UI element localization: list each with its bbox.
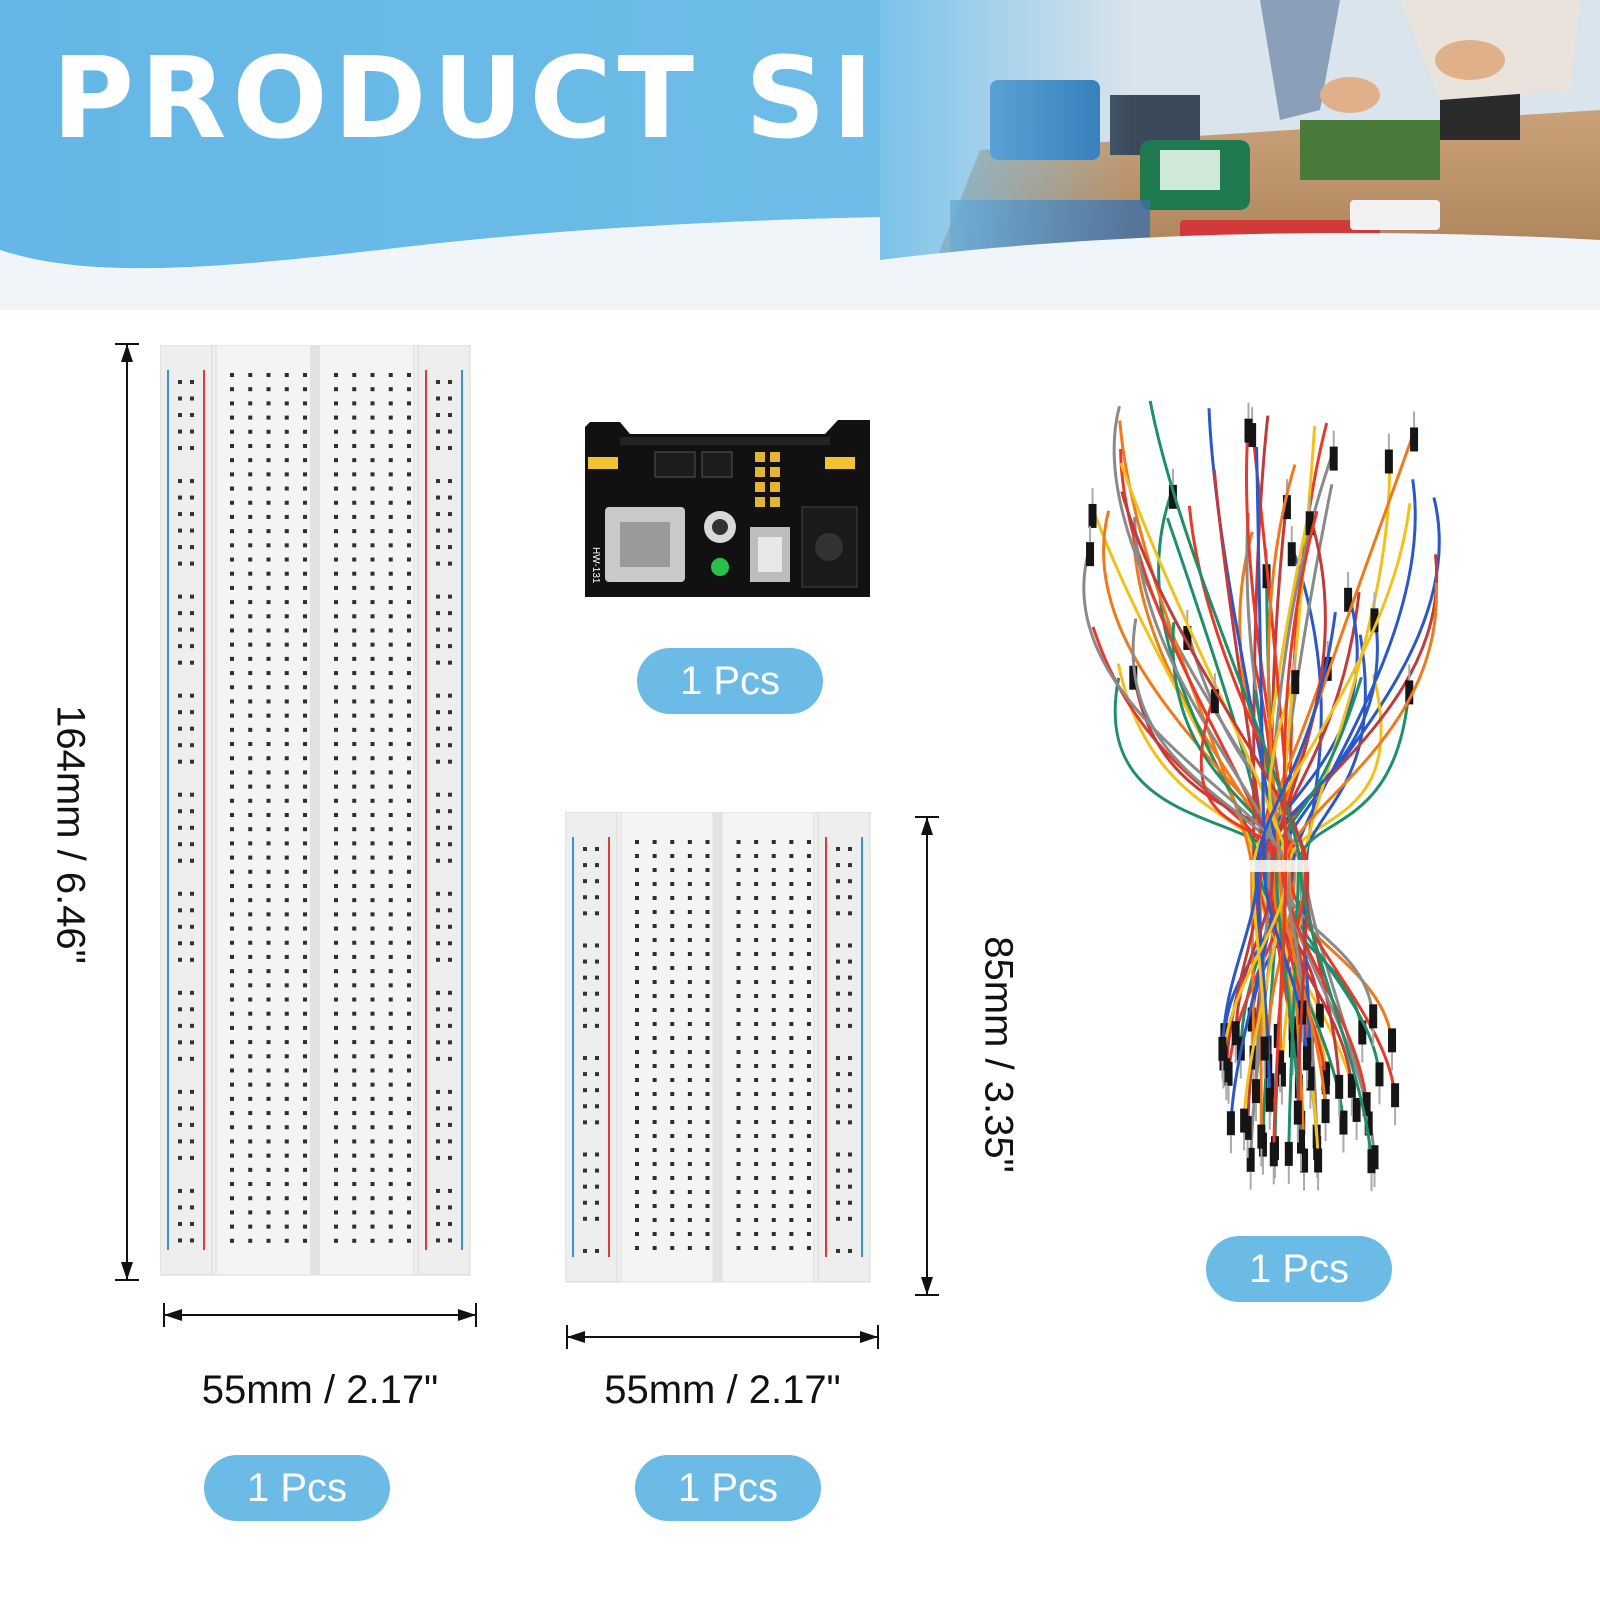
small-breadboard-width-dimension: [566, 1325, 879, 1349]
small-breadboard-qty-badge: 1 Pcs: [635, 1455, 821, 1521]
small-breadboard-height-dimension: [915, 816, 939, 1296]
page-title: PRODUCT SIZE: [52, 34, 1050, 164]
power-module-qty-badge: 1 Pcs: [637, 648, 823, 714]
large-breadboard-height-dimension: [115, 343, 139, 1281]
power-module-image: HW-131: [585, 420, 870, 597]
header-banner: PRODUCT SIZE: [0, 0, 1600, 310]
large-breadboard-height-label: 164mm / 6.46": [48, 705, 93, 964]
large-breadboard: [159, 344, 480, 1300]
large-breadboard-width-label: 55mm / 2.17": [201, 1368, 439, 1412]
jumper-wires-image: [1082, 400, 1441, 1192]
large-breadboard-image: [159, 344, 471, 1276]
jumper-wires-qty-badge: 1 Pcs: [1206, 1236, 1392, 1302]
small-breadboard-width-label: 55mm / 2.17": [604, 1368, 841, 1412]
large-breadboard-qty-badge: 1 Pcs: [204, 1455, 390, 1521]
power-module: HW-131: [580, 412, 880, 607]
large-breadboard-width-dimension: [163, 1303, 477, 1327]
small-breadboard-image: [564, 811, 871, 1283]
power-module-board-label: HW-131: [590, 547, 601, 584]
jumper-wires: [1050, 380, 1470, 1215]
small-breadboard: [564, 811, 880, 1302]
workbench-photo: [880, 0, 1600, 300]
small-breadboard-height-label: 85mm / 3.35": [976, 936, 1021, 1173]
